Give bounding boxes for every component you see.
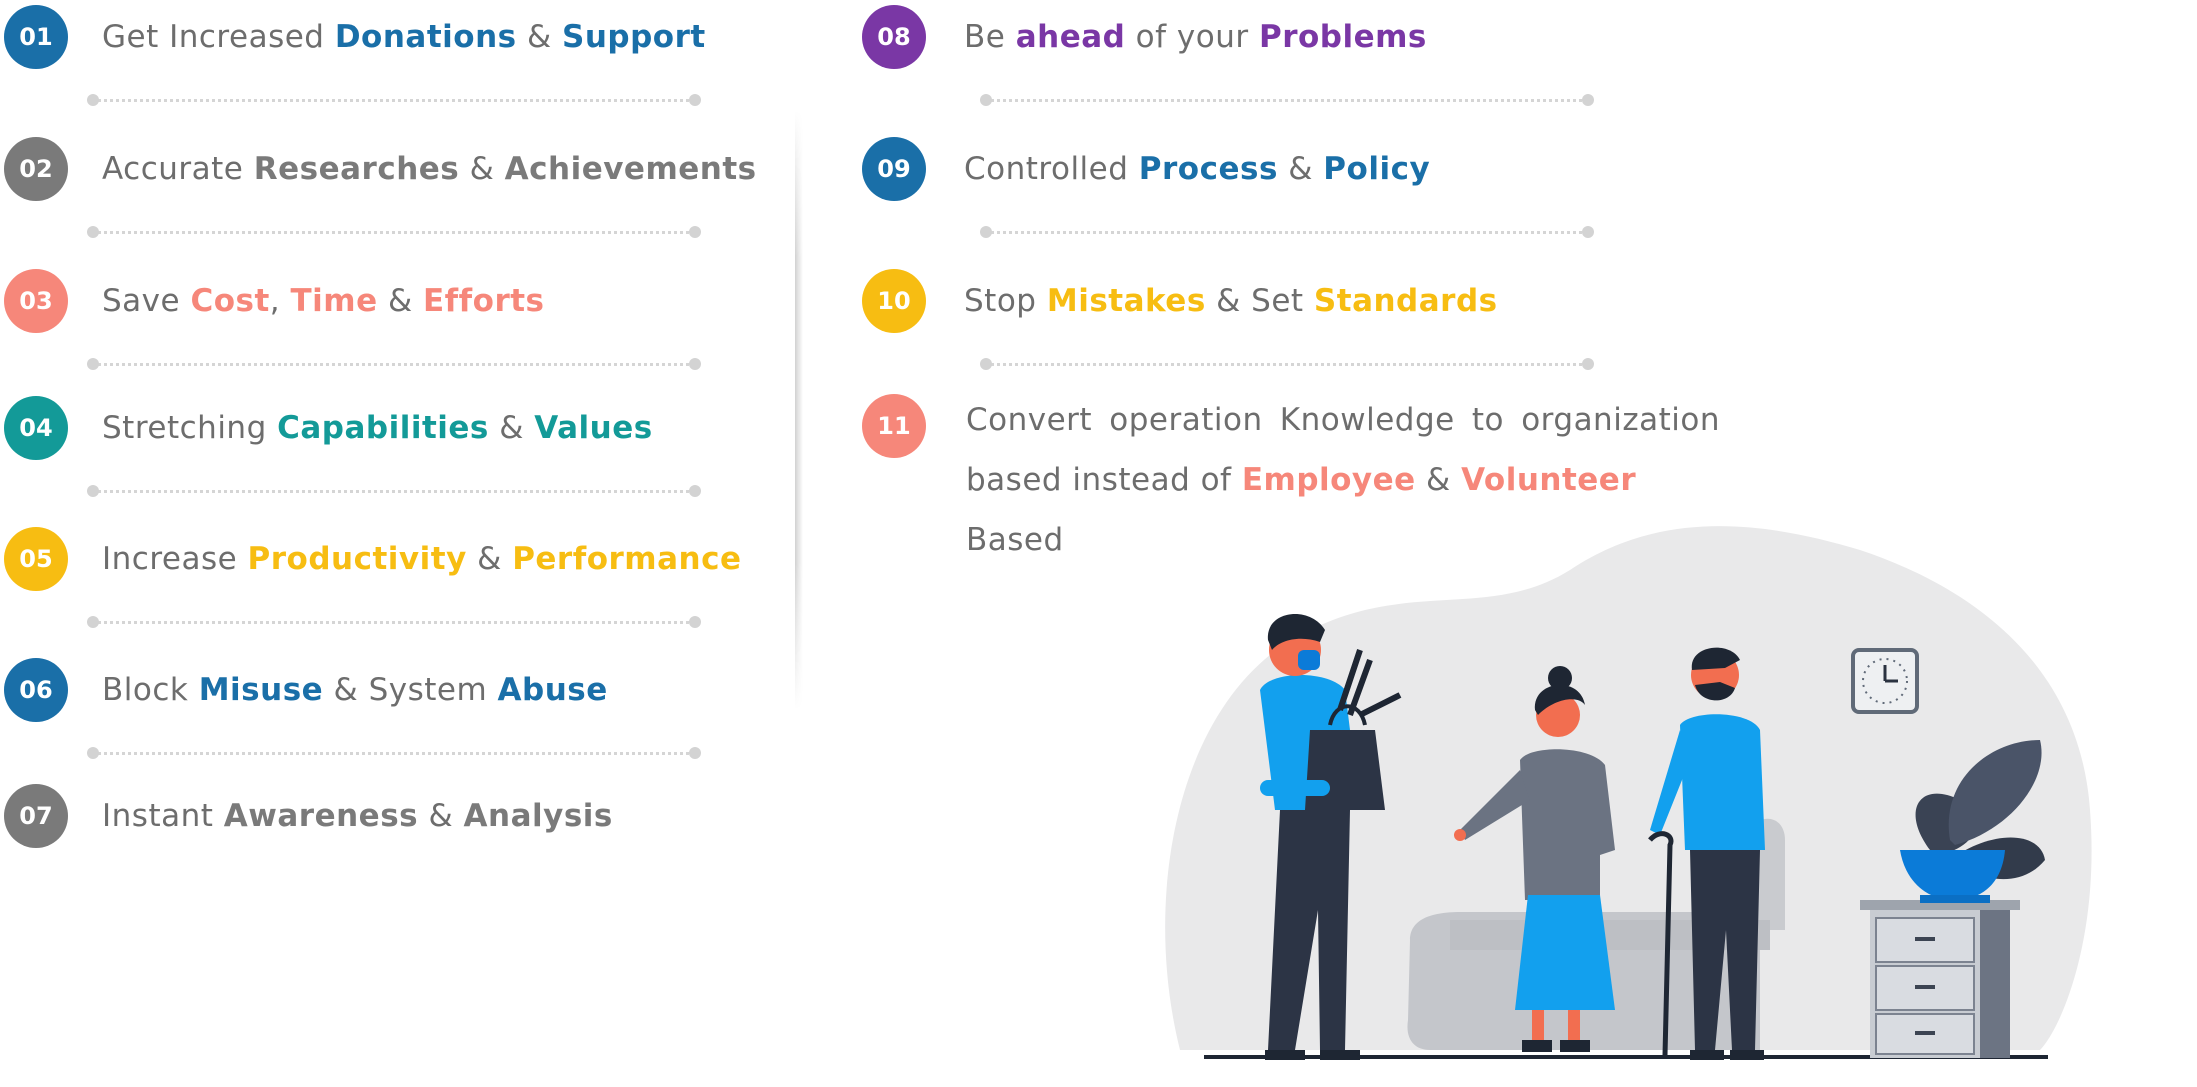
dotted-separator	[980, 357, 1594, 371]
highlighted-keyword: Values	[534, 410, 653, 446]
highlighted-keyword: Standards	[1313, 283, 1498, 319]
benefit-label: Increase Productivity & Performance	[102, 537, 741, 581]
word: Convert	[966, 402, 1093, 438]
text-fragment: Be	[964, 19, 1016, 55]
text-fragment: &	[466, 541, 513, 577]
highlighted-keyword: Mistakes	[1046, 283, 1206, 319]
benefit-label: Get Increased Donations & Support	[102, 15, 706, 59]
text-fragment: & System	[323, 672, 498, 708]
number-badge: 02	[4, 137, 68, 201]
highlighted-keyword: ahead	[1015, 19, 1126, 55]
highlighted-keyword: Productivity	[247, 541, 467, 577]
highlighted-keyword: Policy	[1323, 151, 1431, 187]
highlighted-keyword: Process	[1138, 151, 1278, 187]
word: organization	[1521, 402, 1720, 438]
number-badge: 01	[4, 5, 68, 69]
volunteer-man-figure	[1260, 613, 1402, 1060]
benefit-label: Stretching Capabilities & Values	[102, 406, 653, 450]
text-fragment: Controlled	[964, 151, 1139, 187]
clock-icon	[1851, 648, 1919, 714]
highlighted-keyword: Analysis	[463, 798, 613, 834]
dotted-separator	[980, 93, 1594, 107]
highlighted-keyword: Volunteer	[1461, 462, 1637, 498]
highlighted-keyword: Time	[290, 283, 378, 319]
text-fragment: Save	[102, 283, 191, 319]
text-fragment: ,	[269, 283, 291, 319]
dotted-separator	[87, 484, 701, 498]
highlighted-keyword: Researches	[253, 151, 460, 187]
highlighted-keyword: Donations	[334, 19, 517, 55]
number-badge: 11	[862, 394, 926, 458]
highlighted-keyword: Performance	[512, 541, 742, 577]
dotted-separator	[87, 357, 701, 371]
benefit-label: Be ahead of your Problems	[964, 15, 1427, 59]
text-fragment: Instant	[102, 798, 224, 834]
text-fragment: Based	[966, 522, 1064, 558]
elderly-woman-figure	[1454, 666, 1615, 1052]
text-fragment: Block	[102, 672, 199, 708]
benefit-label: Block Misuse & System Abuse	[102, 668, 608, 712]
text-fragment: &	[1277, 151, 1324, 187]
number-badge: 06	[4, 658, 68, 722]
highlighted-keyword: Abuse	[497, 672, 608, 708]
text-fragment: Get Increased	[102, 19, 335, 55]
text-fragment: Increase	[102, 541, 248, 577]
dotted-separator	[87, 746, 701, 760]
text-fragment: &	[1415, 462, 1462, 498]
floor-line	[1204, 1055, 2048, 1059]
potted-plant-icon	[1900, 740, 2045, 903]
text-fragment: &	[488, 410, 535, 446]
highlighted-keyword: Misuse	[198, 672, 324, 708]
word: operation	[1109, 402, 1263, 438]
text-fragment: Stop	[964, 283, 1047, 319]
highlighted-keyword: Awareness	[223, 798, 419, 834]
volunteers-helping-elderly-illustration	[1165, 526, 2092, 1060]
highlighted-keyword: Capabilities	[277, 410, 489, 446]
highlighted-keyword: Efforts	[423, 283, 545, 319]
number-badge: 04	[4, 396, 68, 460]
text-fragment: Accurate	[102, 151, 254, 187]
text-fragment: &	[516, 19, 562, 55]
dotted-separator	[87, 93, 701, 107]
number-badge: 07	[4, 784, 68, 848]
dotted-separator	[87, 615, 701, 629]
word: Knowledge	[1279, 402, 1455, 438]
column-divider	[795, 110, 803, 710]
text-fragment: &	[459, 151, 505, 187]
text-fragment: & Set	[1205, 283, 1314, 319]
text-fragment: &	[418, 798, 464, 834]
benefit-label: Accurate Researches & Achievements	[102, 147, 757, 191]
highlighted-keyword: Employee	[1241, 462, 1416, 498]
highlighted-keyword: Cost	[190, 283, 270, 319]
highlighted-keyword: Support	[562, 19, 706, 55]
elderly-man-figure	[1648, 647, 1765, 1060]
benefit-label: Stop Mistakes & Set Standards	[964, 279, 1498, 323]
number-badge: 10	[862, 269, 926, 333]
dotted-separator	[87, 225, 701, 239]
side-table	[1860, 900, 2020, 1058]
number-badge: 09	[862, 137, 926, 201]
benefit-label: Save Cost, Time & Efforts	[102, 279, 545, 323]
benefit-11-line-2: based instead of Employee & Volunteer Ba…	[966, 450, 1720, 570]
text-fragment: of your	[1125, 19, 1259, 55]
text-fragment: &	[377, 283, 423, 319]
highlighted-keyword: Achievements	[504, 151, 757, 187]
text-fragment: based instead of	[966, 462, 1242, 498]
benefit-label: Controlled Process & Policy	[964, 147, 1430, 191]
dotted-separator	[980, 225, 1594, 239]
number-badge: 05	[4, 527, 68, 591]
benefit-label: Instant Awareness & Analysis	[102, 794, 613, 838]
number-badge: 08	[862, 5, 926, 69]
number-badge: 03	[4, 269, 68, 333]
word: to	[1471, 402, 1505, 438]
text-fragment: Stretching	[102, 410, 278, 446]
benefit-11-line-1: Convert operation Knowledge to organization	[966, 390, 1720, 450]
highlighted-keyword: Problems	[1258, 19, 1427, 55]
